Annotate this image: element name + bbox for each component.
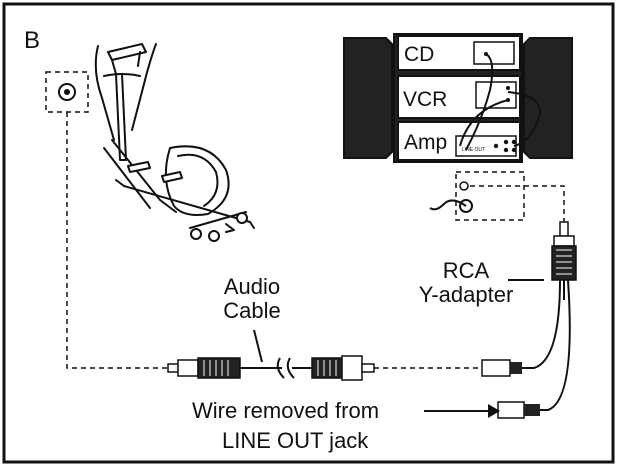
stereo-system-icon: [343, 33, 573, 163]
y-adapter-cord-1: [522, 279, 561, 369]
line-out-jack: [459, 181, 469, 191]
y-adapter-cord-2: [540, 279, 571, 411]
amp-label: Amp: [404, 131, 447, 154]
panel-letter: B: [24, 27, 40, 54]
elliptical-trainer-icon: [94, 43, 255, 242]
audio-cable-label-line2: Cable: [223, 298, 280, 323]
arrow-right-icon: [424, 404, 500, 418]
cable-break-mark: [276, 357, 295, 379]
vcr-label: VCR: [403, 88, 447, 111]
cd-label: CD: [404, 43, 434, 66]
trainer-cable-dashed: [66, 112, 168, 369]
rca-label-line1: RCA: [443, 258, 490, 283]
y-adapter-socket-2: [497, 401, 525, 419]
audio-jack-icon: [58, 83, 76, 101]
y-adapter-socket-1: [481, 359, 511, 377]
rca-male-plug-icon: [311, 355, 375, 381]
audio-plug-icon: [167, 357, 241, 379]
line-out-detail-box: [455, 171, 525, 221]
wire-removed-label-line2: LINE OUT jack: [222, 428, 369, 453]
line-out-label: LINE OUT: [462, 147, 485, 153]
rca-label-line2: Y-adapter: [419, 282, 514, 307]
audio-cable-pointer: [253, 329, 263, 363]
audio-cable-label-line1: Audio: [224, 274, 280, 299]
rca-plug-icon: [551, 221, 577, 281]
removed-wire-stub: [429, 199, 467, 211]
wire-removed-label-line1: Wire removed from: [192, 398, 379, 423]
